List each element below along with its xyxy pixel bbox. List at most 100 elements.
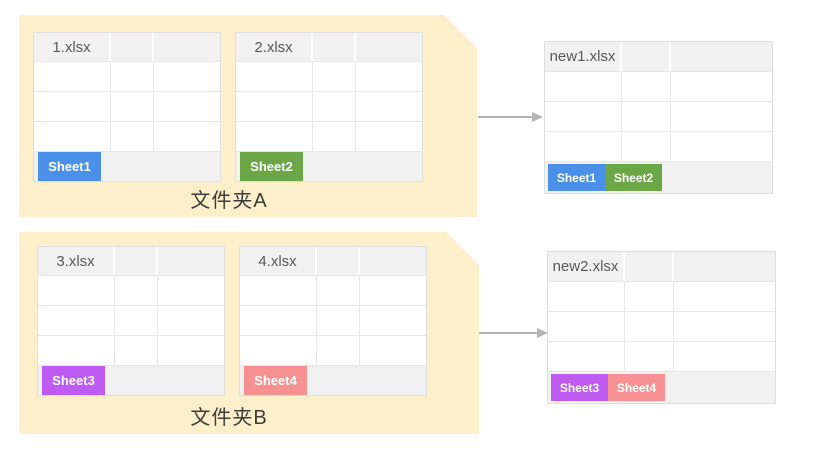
empty-cell xyxy=(38,276,115,305)
empty-cell xyxy=(674,312,775,341)
file-name: 1.xlsx xyxy=(34,33,111,61)
empty-cell xyxy=(313,122,356,151)
empty-cell xyxy=(356,92,422,121)
empty-cell xyxy=(158,336,224,365)
sheet-tab-sheet2: Sheet2 xyxy=(605,164,662,191)
arrow-folder-b-to-new2 xyxy=(479,328,548,338)
header-row: 2.xlsx xyxy=(236,33,422,61)
empty-cell xyxy=(548,312,625,341)
file-name: 4.xlsx xyxy=(240,247,317,275)
folder-b-label: 文件夹B xyxy=(190,407,268,429)
header-cell xyxy=(671,42,772,71)
empty-cell xyxy=(240,336,317,365)
empty-cell xyxy=(545,102,622,131)
header-cell xyxy=(115,247,158,275)
header-row: new1.xlsx xyxy=(545,42,772,71)
sheet-tab-bar: Sheet2 xyxy=(236,151,422,181)
empty-cell xyxy=(625,342,674,371)
sheet-tab-sheet1: Sheet1 xyxy=(548,164,605,191)
empty-cell xyxy=(671,72,772,101)
header-row: 3.xlsx xyxy=(38,247,224,275)
sheet-tab-bar: Sheet3 Sheet4 xyxy=(548,371,775,403)
empty-cell xyxy=(317,276,360,305)
empty-cell xyxy=(111,62,154,91)
table-row xyxy=(34,121,220,151)
table-row xyxy=(545,131,772,161)
header-cell xyxy=(356,33,422,61)
table-row xyxy=(236,61,422,91)
sheet-tab-bar: Sheet1 xyxy=(34,151,220,181)
empty-cell xyxy=(317,336,360,365)
empty-cell xyxy=(34,62,111,91)
header-cell xyxy=(625,252,674,281)
header-row: new2.xlsx xyxy=(548,252,775,281)
empty-cell xyxy=(622,132,671,161)
empty-cell xyxy=(360,336,426,365)
empty-cell xyxy=(625,282,674,311)
empty-cell xyxy=(236,92,313,121)
empty-cell xyxy=(674,282,775,311)
empty-cell xyxy=(240,306,317,335)
table-row xyxy=(38,335,224,365)
header-cell xyxy=(154,33,220,61)
empty-cell xyxy=(115,276,158,305)
empty-cell xyxy=(313,92,356,121)
empty-cell xyxy=(154,62,220,91)
arrow-folder-a-to-new1 xyxy=(478,112,543,122)
table-row xyxy=(34,91,220,121)
empty-cell xyxy=(34,122,111,151)
file-card-3xlsx: 3.xlsx Sheet3 xyxy=(37,246,225,396)
empty-cell xyxy=(111,122,154,151)
empty-cell xyxy=(360,306,426,335)
empty-cell xyxy=(111,92,154,121)
empty-cell xyxy=(158,306,224,335)
table-row xyxy=(548,311,775,341)
empty-cell xyxy=(115,336,158,365)
table-row xyxy=(548,281,775,311)
header-row: 1.xlsx xyxy=(34,33,220,61)
sheet-tab-sheet2: Sheet2 xyxy=(240,152,303,181)
empty-cell xyxy=(313,62,356,91)
table-row xyxy=(240,275,426,305)
empty-cell xyxy=(548,282,625,311)
result-table-new2: new2.xlsx Sheet3 Sheet4 xyxy=(547,251,776,404)
empty-cell xyxy=(115,306,158,335)
empty-cell xyxy=(154,122,220,151)
table-row xyxy=(545,71,772,101)
table-row xyxy=(240,305,426,335)
header-cell xyxy=(674,252,775,281)
file-card-4xlsx: 4.xlsx Sheet4 xyxy=(239,246,427,396)
empty-cell xyxy=(154,92,220,121)
file-name: new2.xlsx xyxy=(548,252,625,281)
header-cell xyxy=(622,42,671,71)
sheet-tab-bar: Sheet4 xyxy=(240,365,426,395)
table-row xyxy=(34,61,220,91)
empty-cell xyxy=(545,72,622,101)
empty-cell xyxy=(625,312,674,341)
table-row xyxy=(38,275,224,305)
empty-cell xyxy=(671,132,772,161)
header-row: 4.xlsx xyxy=(240,247,426,275)
header-cell xyxy=(313,33,356,61)
empty-cell xyxy=(236,122,313,151)
folder-b: 3.xlsx Sheet3 xyxy=(19,232,479,434)
sheet-tab-sheet3: Sheet3 xyxy=(42,366,105,395)
header-cell xyxy=(317,247,360,275)
file-name: new1.xlsx xyxy=(545,42,622,71)
empty-cell xyxy=(622,102,671,131)
sheet-tab-sheet1: Sheet1 xyxy=(38,152,101,181)
empty-cell xyxy=(545,132,622,161)
header-cell xyxy=(360,247,426,275)
folder-a-label: 文件夹A xyxy=(190,190,268,212)
empty-cell xyxy=(34,92,111,121)
table-row xyxy=(236,91,422,121)
empty-cell xyxy=(548,342,625,371)
empty-cell xyxy=(158,276,224,305)
empty-cell xyxy=(236,62,313,91)
empty-cell xyxy=(360,276,426,305)
file-name: 3.xlsx xyxy=(38,247,115,275)
header-cell xyxy=(158,247,224,275)
folder-a: 1.xlsx Sheet1 xyxy=(19,15,477,217)
sheet-tab-sheet3: Sheet3 xyxy=(551,374,608,401)
